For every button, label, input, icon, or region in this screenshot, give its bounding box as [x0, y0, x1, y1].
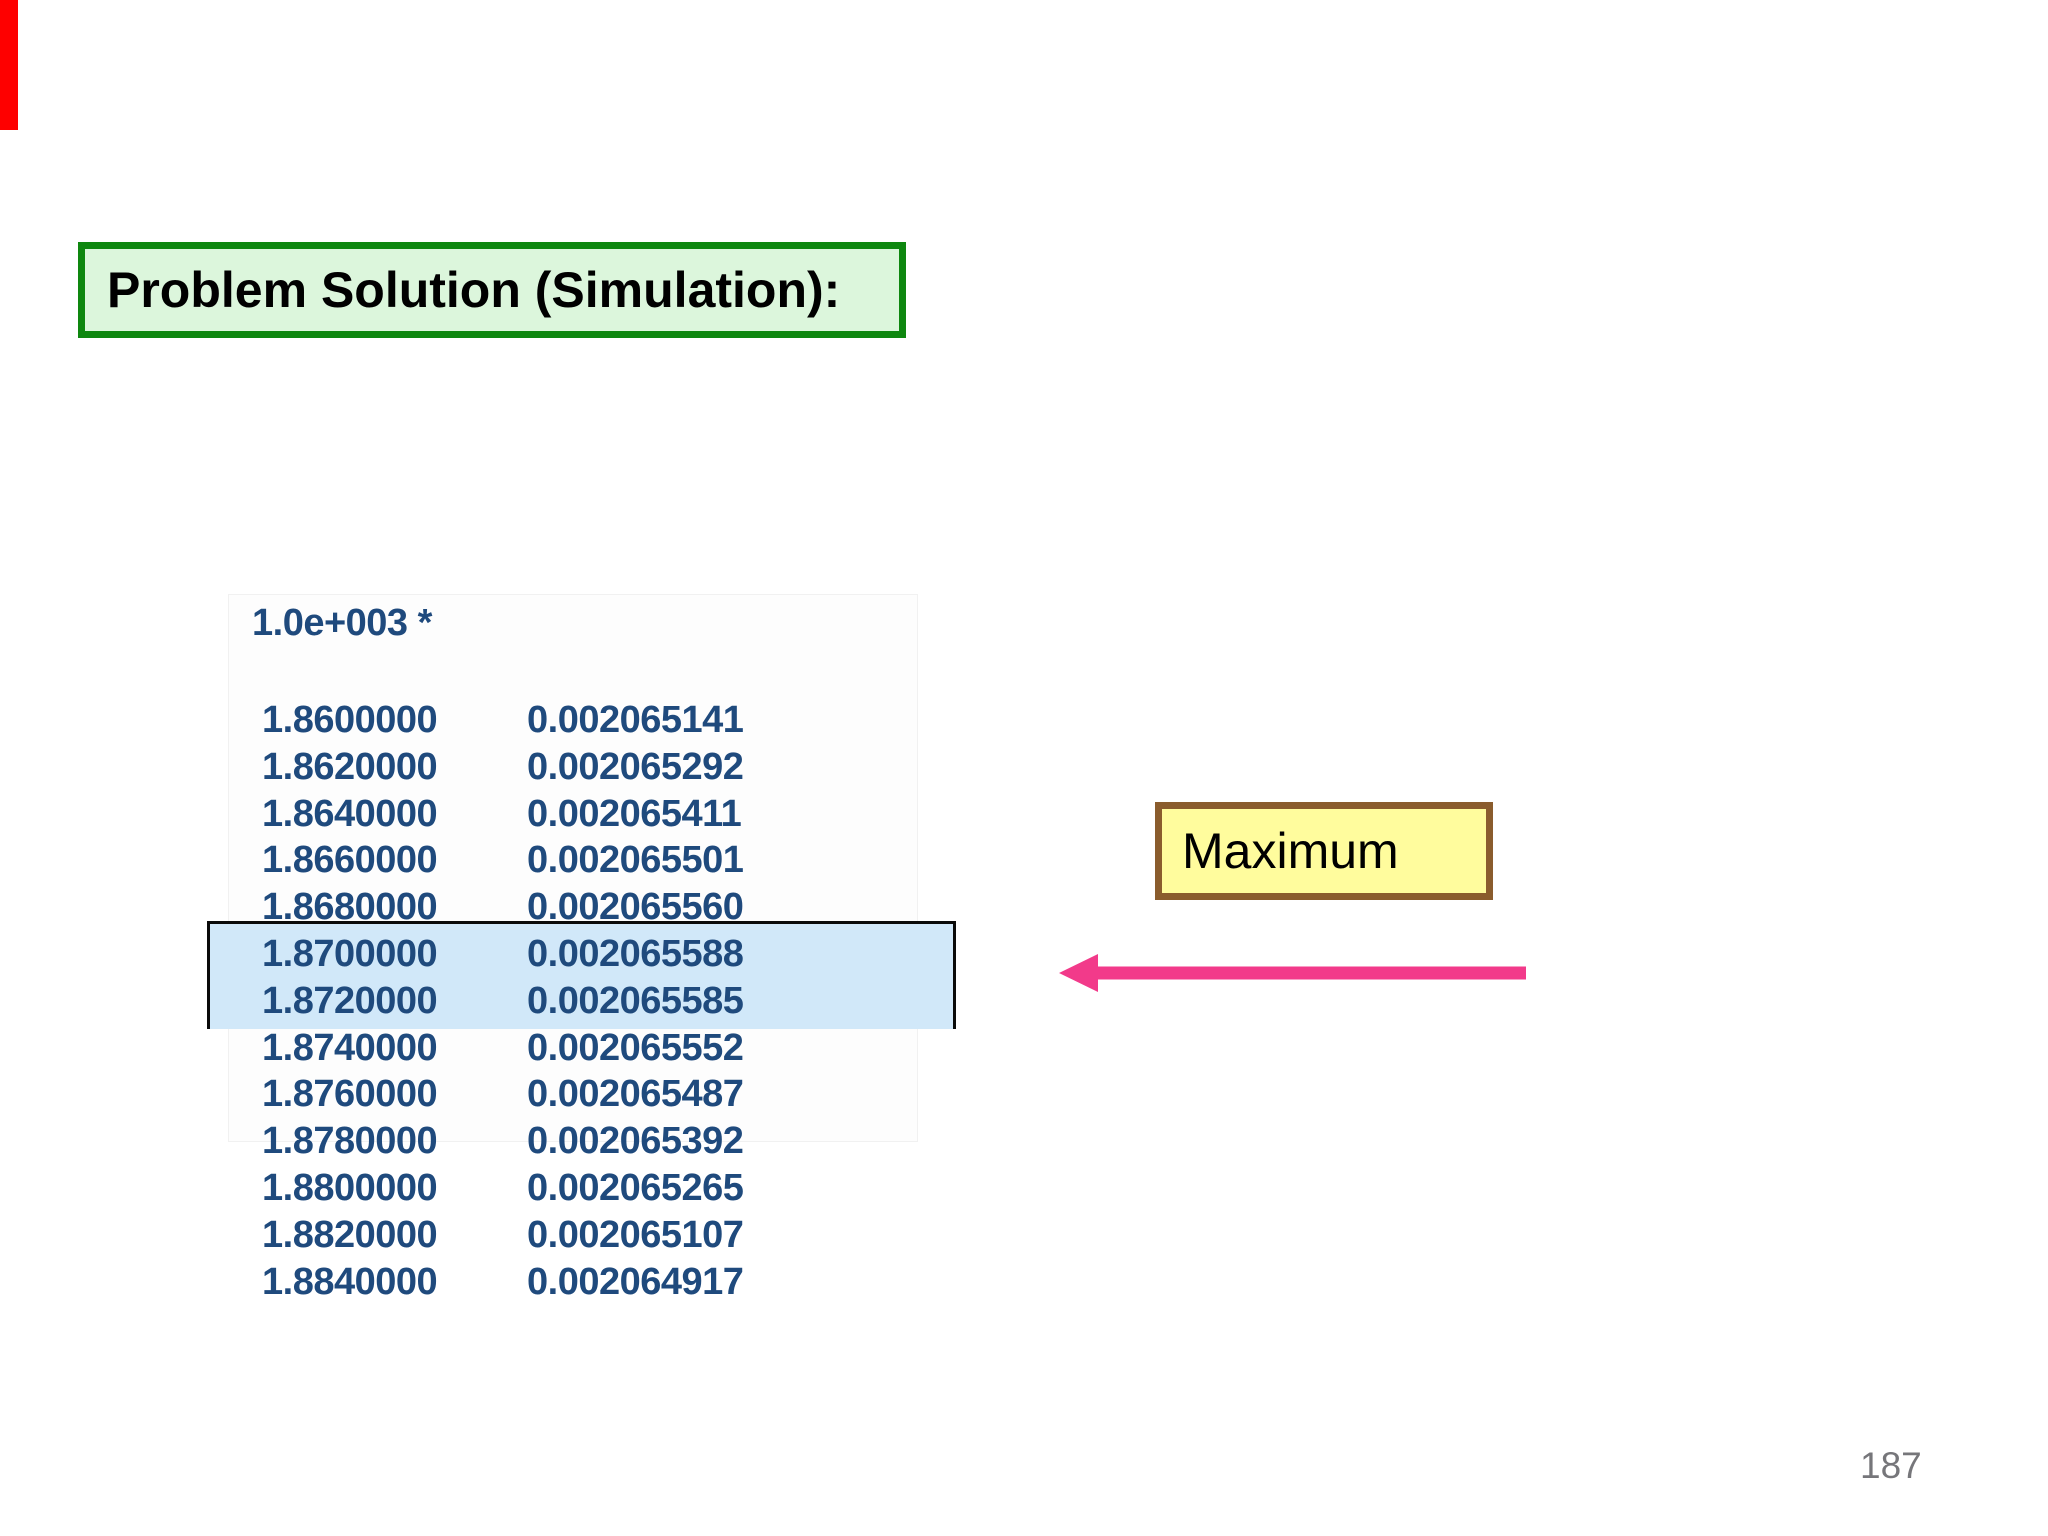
x-value: 1.8700000 [262, 932, 438, 975]
table-row: 1.8680000 0.002065560 [262, 884, 744, 931]
page-title: Problem Solution (Simulation): [107, 262, 841, 318]
x-value: 1.8660000 [262, 839, 438, 882]
fx-value: 0.002064917 [527, 1260, 744, 1303]
table-row: 1.8660000 0.002065501 [262, 837, 744, 884]
table-row: 1.8840000 0.002064917 [262, 1259, 744, 1306]
table-row: 1.8760000 0.002065487 [262, 1071, 744, 1118]
x-value: 1.8720000 [262, 979, 438, 1022]
maximum-highlight-rect [207, 921, 956, 1029]
x-value: 1.8760000 [262, 1073, 438, 1116]
fx-value: 0.002065585 [527, 979, 744, 1022]
table-row: 1.8600000 0.002065141 [262, 697, 744, 744]
title-box: Problem Solution (Simulation): [78, 242, 906, 338]
x-value: 1.8620000 [262, 745, 438, 788]
table-row: 1.8620000 0.002065292 [262, 744, 744, 791]
maximum-callout-label: Maximum [1182, 823, 1399, 879]
fx-value: 0.002065392 [527, 1120, 744, 1163]
fx-value: 0.002065411 [527, 792, 742, 835]
table-row: 1.8820000 0.002065107 [262, 1212, 744, 1259]
fx-value: 0.002065292 [527, 745, 744, 788]
fx-value: 0.002065560 [527, 886, 744, 929]
red-edge-marker [0, 0, 18, 130]
table-row: 1.8780000 0.002065392 [262, 1118, 744, 1165]
matlab-output-table: 1.8600000 0.002065141 1.8620000 0.002065292… [262, 697, 744, 1306]
fx-value: 0.002065141 [527, 699, 744, 741]
x-value: 1.8740000 [262, 1026, 438, 1069]
maximum-callout-box: Maximum [1155, 802, 1493, 900]
table-row: 1.8720000 0.002065585 [262, 978, 744, 1025]
x-value: 1.8640000 [262, 792, 438, 835]
console-window-background [228, 594, 918, 1142]
arrow-head [1059, 954, 1098, 992]
x-value: 1.8780000 [262, 1120, 438, 1163]
table-row: 1.8740000 0.002065552 [262, 1025, 744, 1072]
table-row: 1.8640000 0.002065411 [262, 791, 743, 838]
fx-value: 0.002065552 [527, 1026, 744, 1069]
x-value: 1.8680000 [262, 886, 438, 929]
x-value: 1.8800000 [262, 1166, 438, 1209]
arrow-shaft [1098, 966, 1526, 980]
x-value: 1.8840000 [262, 1260, 438, 1303]
x-value: 1.8820000 [262, 1213, 438, 1256]
fx-value: 0.002065107 [527, 1213, 744, 1256]
left-arrow-icon [1050, 948, 1535, 998]
fx-value: 0.002065265 [527, 1166, 744, 1209]
x-value: 1.8600000 [262, 699, 438, 741]
matlab-multiplier-line: 1.0e+003 * [252, 602, 432, 644]
table-row: 1.8800000 0.002065265 [262, 1165, 744, 1212]
fx-value: 0.002065487 [527, 1073, 744, 1116]
fx-value: 0.002065501 [527, 839, 744, 882]
table-row: 1.8700000 0.002065588 [262, 931, 744, 978]
fx-value: 0.002065588 [527, 932, 744, 975]
page-number: 187 [1860, 1445, 1922, 1486]
